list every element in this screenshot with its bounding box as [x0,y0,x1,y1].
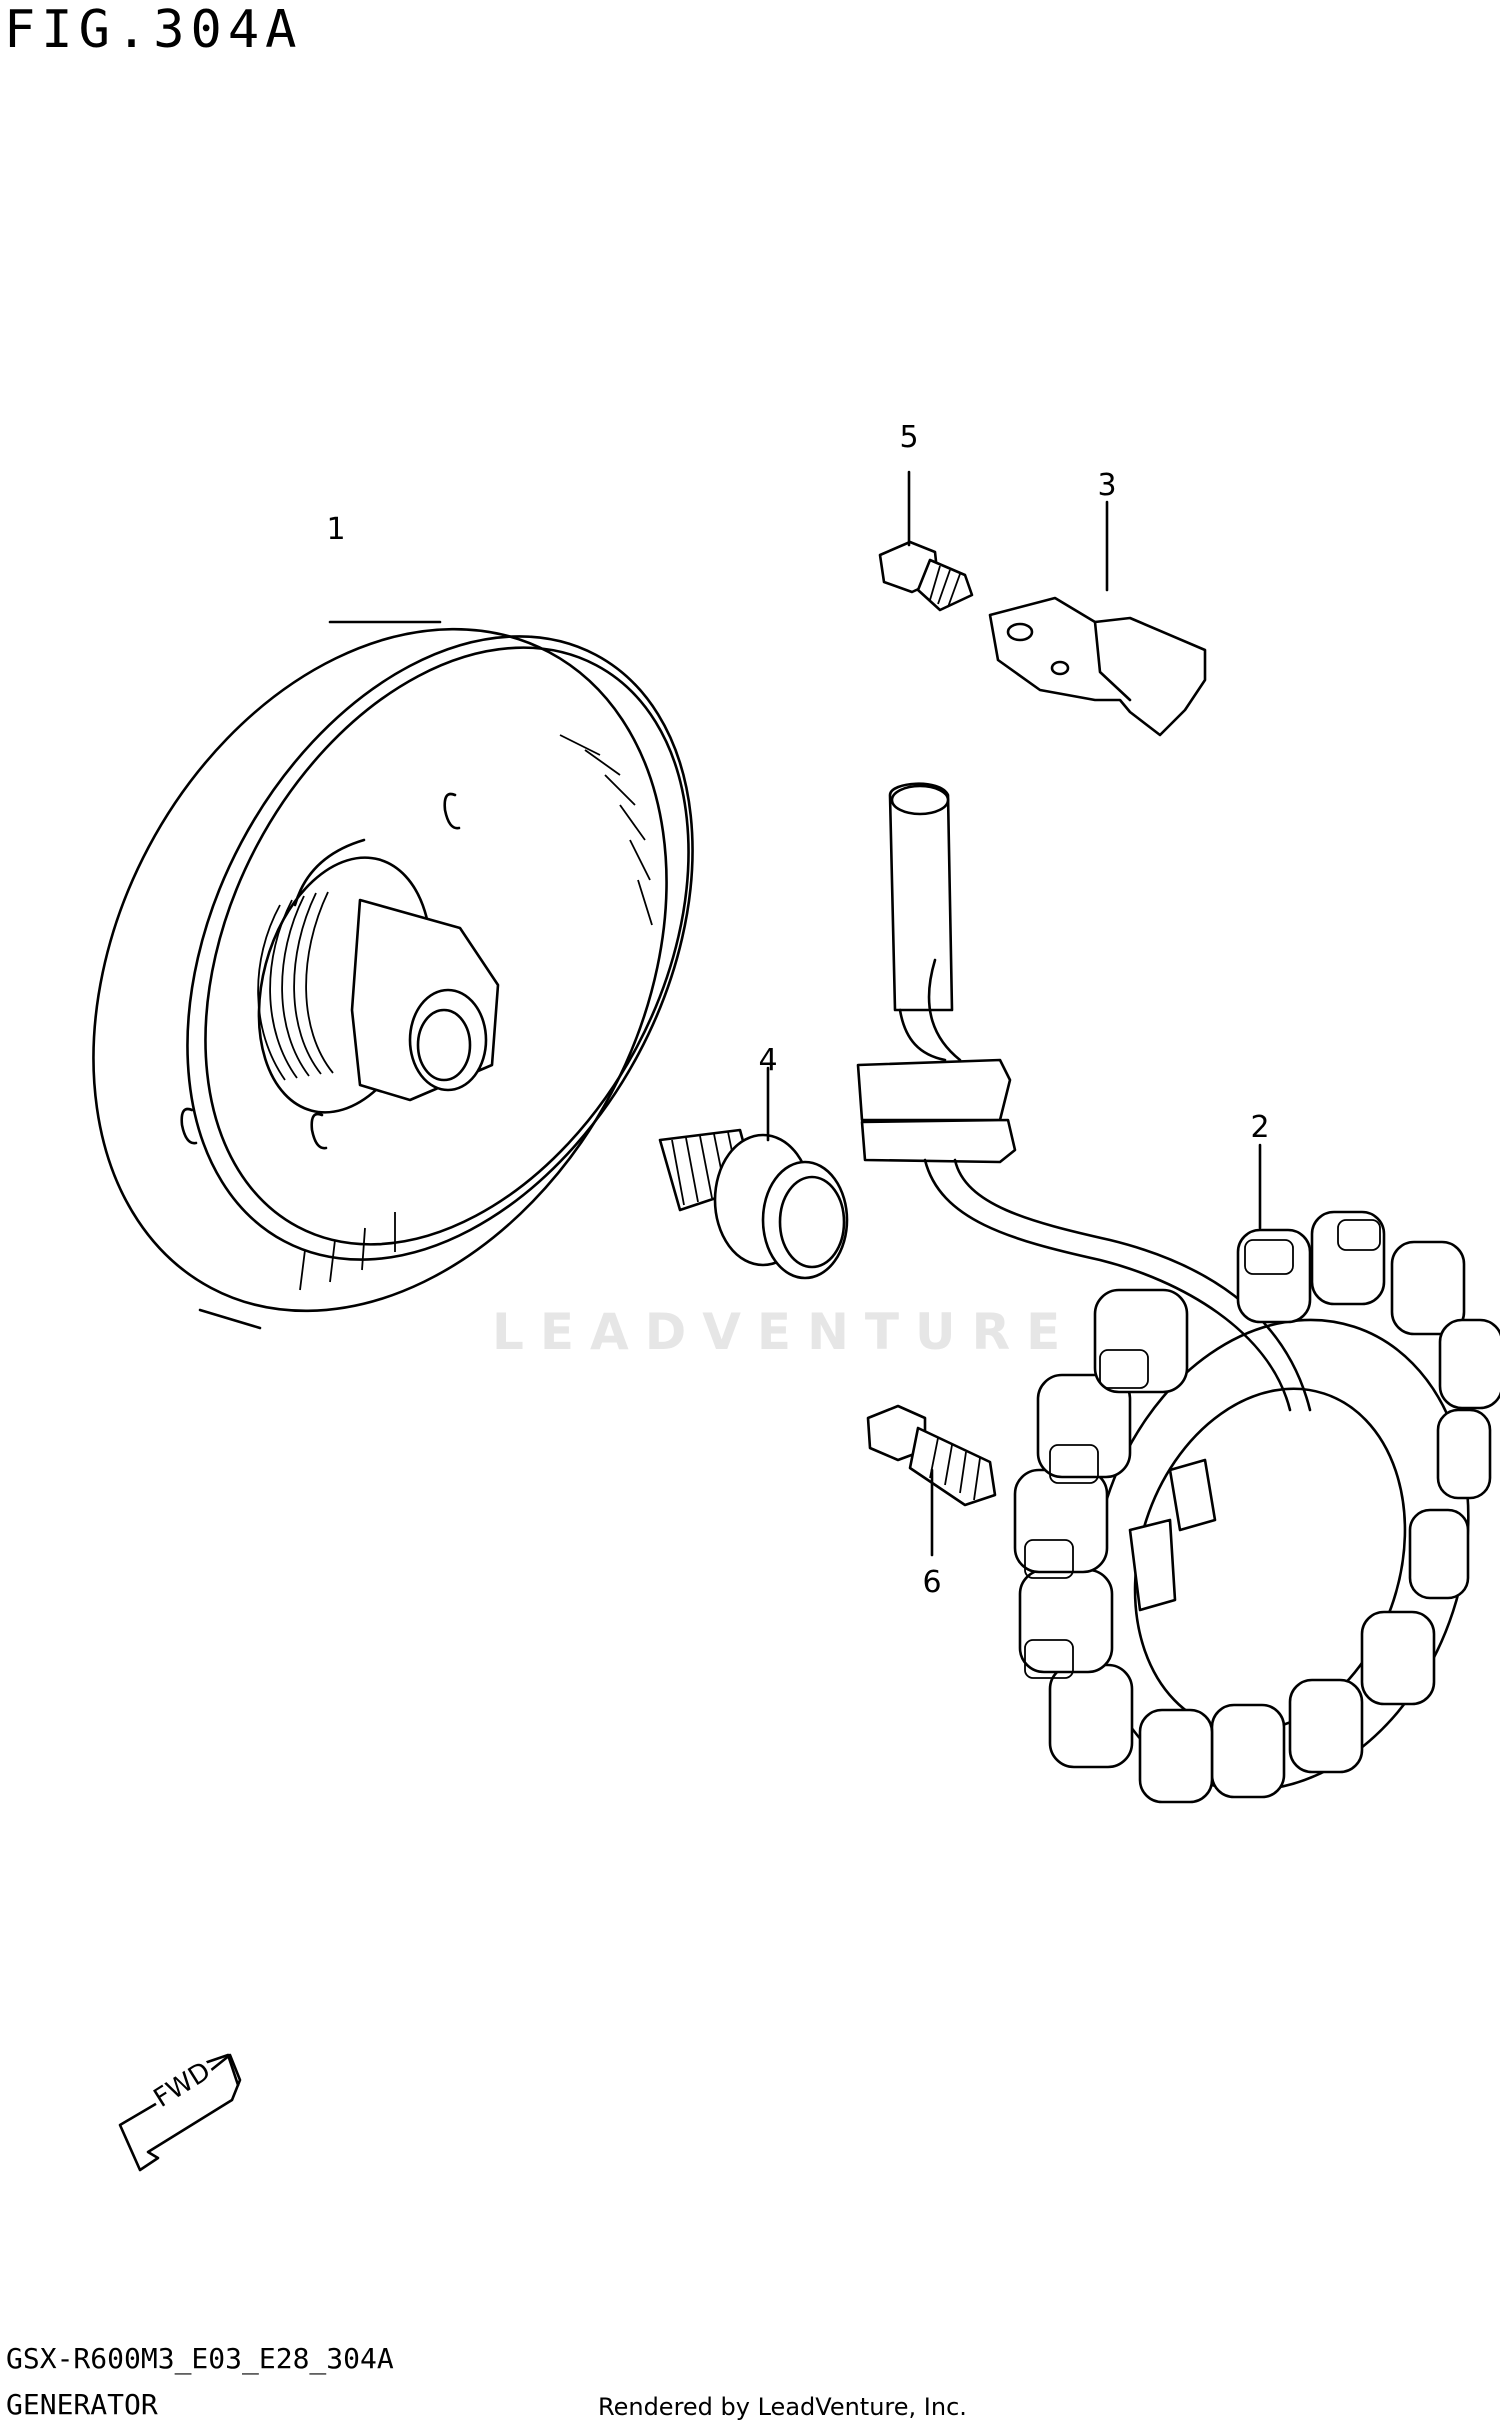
model-code: GSX-R600M3_E03_E28_304A [6,2342,394,2375]
callout-1: 1 [326,512,346,547]
rotor-part[interactable] [0,529,795,1411]
callout-6: 6 [922,1565,942,1600]
stator-part[interactable] [858,784,1500,1840]
diagram-caption: GENERATOR [6,2388,158,2421]
bolt-part-4[interactable] [660,1068,847,1278]
bolt-part-5[interactable] [880,472,972,610]
clamp-part-3[interactable] [990,502,1205,735]
callout-3: 3 [1097,468,1117,503]
figure-title: FIG.304A [4,0,303,60]
bolt-part-6[interactable] [868,1406,995,1555]
callout-2: 2 [1250,1110,1270,1145]
rendered-by-credit: Rendered by LeadVenture, Inc. [598,2393,967,2421]
callout-5: 5 [899,420,919,455]
watermark: LEADVENTURE [492,1303,1077,1361]
callout-4: 4 [758,1043,778,1078]
